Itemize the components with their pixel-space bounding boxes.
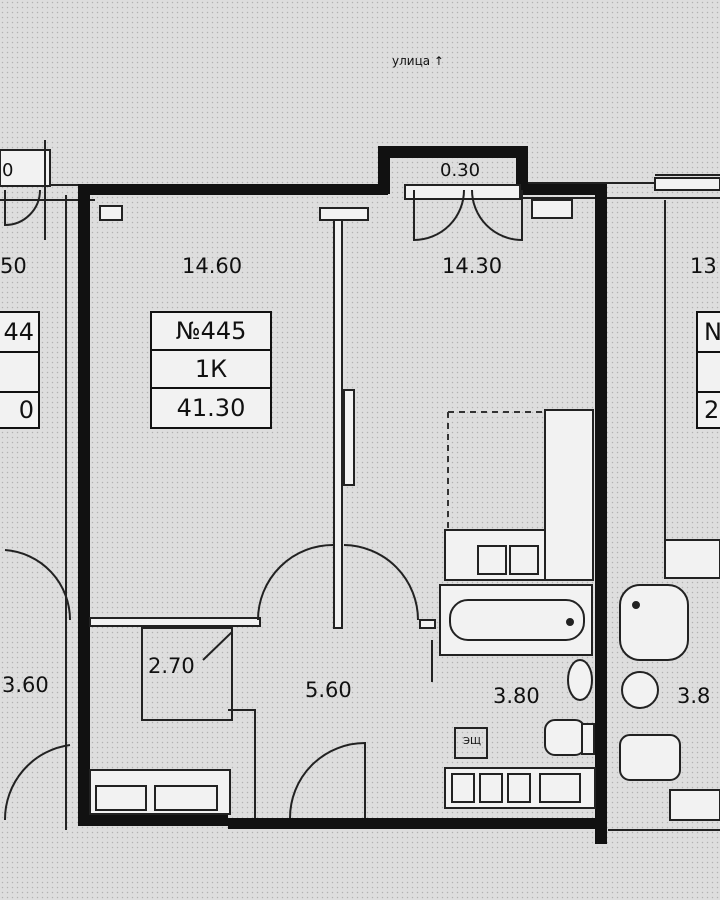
storage-outline [141, 627, 233, 721]
windows [0, 149, 720, 221]
partitions [89, 207, 436, 629]
neighbor-left-walls [44, 140, 666, 830]
neighbor-right-room-area: 13 [690, 254, 717, 278]
neighbor-left-hall-area: 3.60 [2, 673, 49, 697]
apartment-info-box: №445 1К 41.30 [150, 311, 272, 429]
apartment-total-area: 41.30 [176, 394, 246, 422]
storage-area: 2.70 [148, 654, 195, 678]
street-label: улица ↑ [392, 54, 444, 68]
neighbor-left-number: 44 [3, 318, 34, 346]
neighbor-left-info-box: 44 0 [0, 311, 40, 429]
living-room-area: 14.60 [182, 254, 243, 278]
radiator-units [89, 769, 231, 815]
hallway-area: 5.60 [305, 678, 352, 702]
electric-panel-label: ЭЩ [463, 736, 481, 747]
neighbor-right-fixtures [608, 539, 720, 831]
neighbor-left-area: 0 [18, 396, 34, 424]
neighbor-right-bathroom-area: 3.8 [677, 684, 711, 708]
interior-doors [3, 543, 433, 821]
kitchen-area: 14.30 [442, 254, 503, 278]
kitchen-zone [447, 411, 592, 530]
apartment-type: 1К [152, 351, 270, 389]
bathroom-area: 3.80 [493, 684, 540, 708]
neighbor-right-info-box: N 2 [696, 311, 720, 429]
neighbor-left-room-area: 50 [0, 254, 27, 278]
balcony-doors [4, 184, 523, 242]
neighbor-left-balcony-area: 0 [2, 160, 14, 181]
apartment-number: №445 [152, 313, 270, 351]
balcony-area: 0.30 [440, 160, 481, 181]
neighbor-right-number: N [704, 313, 720, 351]
sanitary-fixtures [451, 545, 595, 803]
apartment-walls [78, 146, 607, 844]
neighbor-right-area: 2 [704, 396, 720, 424]
